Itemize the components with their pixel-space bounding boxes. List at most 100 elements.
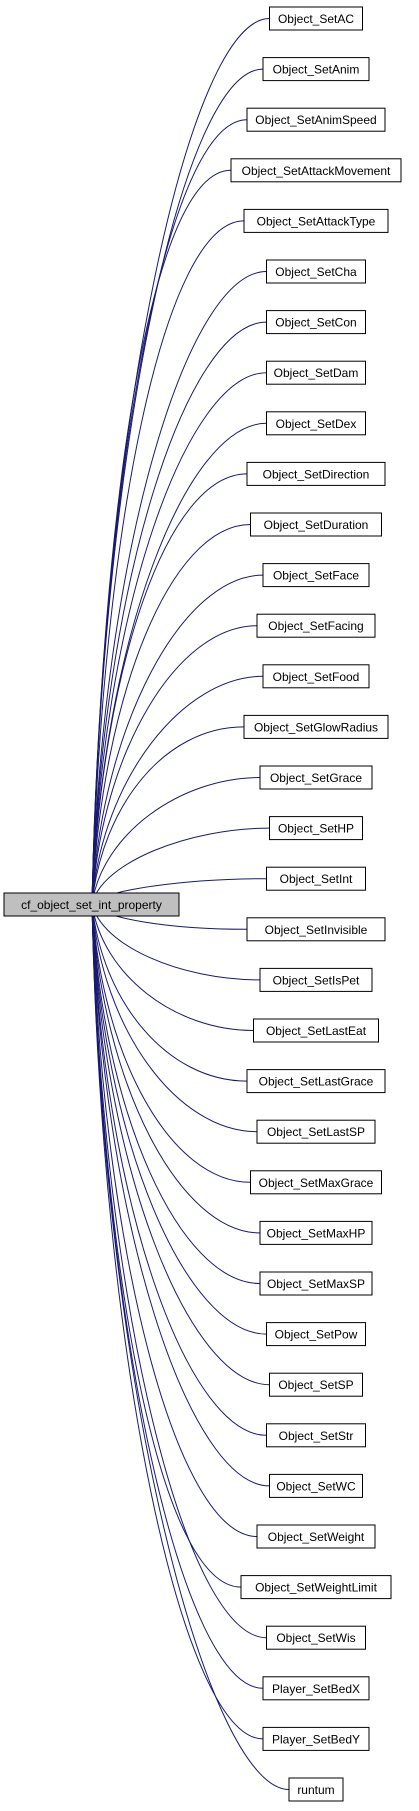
caller-node-label: runtum xyxy=(297,1783,334,1797)
caller-node-object-setlastsp[interactable]: Object_SetLastSP xyxy=(256,1119,376,1144)
edge-object-setfacing xyxy=(91,625,258,905)
caller-node-object-setattackmovement[interactable]: Object_SetAttackMovement xyxy=(230,158,402,183)
caller-node-object-setfacing[interactable]: Object_SetFacing xyxy=(256,613,376,638)
graph-nodes: Object_SetAC Object_SetAnimObject_SetAnim… xyxy=(230,6,402,1802)
caller-node-object-setdirection[interactable]: Object_SetDirection xyxy=(246,461,386,486)
caller-node-object-sethp[interactable]: Object_SetHP xyxy=(269,816,363,841)
caller-node-object-setispet[interactable]: Object_SetIsPet xyxy=(259,967,373,992)
caller-node-object-setlastgrace[interactable]: Object_SetLastGrace xyxy=(246,1069,386,1094)
caller-node-label: Object_SetFood xyxy=(273,670,360,684)
caller-node-box xyxy=(269,1473,363,1498)
caller-node-object-setcon[interactable]: Object_SetCon xyxy=(266,310,366,335)
caller-node-box xyxy=(266,1322,366,1347)
edge-object-setlasteat xyxy=(91,903,254,1031)
caller-node-box xyxy=(266,360,366,385)
caller-node-label: Object_SetWis xyxy=(276,1631,355,1645)
caller-node-label: Object_SetSP xyxy=(278,1378,353,1392)
caller-node-box xyxy=(262,57,370,82)
caller-node-box xyxy=(250,1170,382,1195)
caller-node-box xyxy=(256,1524,376,1549)
caller-node-object-setfood[interactable]: Object_SetFood xyxy=(262,664,370,689)
caller-node-label: Object_SetCon xyxy=(275,316,356,330)
caller-node-label: Object_SetIsPet xyxy=(273,973,360,987)
edge-object-setstr xyxy=(91,903,267,1436)
edge-object-setglowradius xyxy=(91,726,245,905)
caller-node-object-setweightlimit[interactable]: Object_SetWeightLimit xyxy=(240,1575,392,1600)
caller-node-object-setface[interactable]: Object_SetFace xyxy=(262,563,370,588)
caller-node-object-setanim[interactable]: Object_SetAnim xyxy=(262,57,370,82)
caller-node-object-setwc[interactable]: Object_SetWC xyxy=(269,1473,363,1498)
caller-node-box xyxy=(246,917,386,942)
caller-node-label: Object_SetAttackMovement xyxy=(242,164,391,178)
caller-node-object-setwis[interactable]: Object_SetWis xyxy=(266,1625,366,1650)
caller-node-object-setattacktype[interactable]: Object_SetAttackType xyxy=(243,208,389,233)
caller-node-box xyxy=(266,866,366,891)
caller-node-box xyxy=(230,158,402,183)
caller-node-box xyxy=(259,765,373,790)
caller-node-object-setmaxgrace[interactable]: Object_SetMaxGrace xyxy=(250,1170,382,1195)
edge-object-setdam xyxy=(91,372,267,905)
edge-object-setlastgrace xyxy=(91,903,248,1082)
caller-node-box xyxy=(256,613,376,638)
caller-node-box xyxy=(266,1625,366,1650)
caller-node-box xyxy=(269,816,363,841)
caller-node-object-setdam[interactable]: Object_SetDam xyxy=(266,360,366,385)
caller-node-box xyxy=(243,714,389,739)
caller-node-object-setinvisible[interactable]: Object_SetInvisible xyxy=(246,917,386,942)
caller-node-box xyxy=(288,1777,344,1802)
caller-node-runtum[interactable]: runtum xyxy=(288,1777,344,1802)
caller-node-label: Object_SetAC xyxy=(278,12,354,26)
caller-node-label: Object_SetDirection xyxy=(263,467,370,481)
caller-node-object-setsp[interactable]: Object_SetSP xyxy=(269,1372,363,1397)
caller-node-label: Player_SetBedY xyxy=(272,1732,360,1746)
caller-node-box xyxy=(243,208,389,233)
caller-node-object-setdex[interactable]: Object_SetDex xyxy=(266,411,366,436)
caller-node-box xyxy=(262,664,370,689)
caller-node-object-setglowradius[interactable]: Object_SetGlowRadius xyxy=(243,714,389,739)
caller-node-label: Player_SetBedX xyxy=(272,1682,360,1696)
caller-node-object-setac[interactable]: Object_SetAC xyxy=(269,6,363,31)
caller-node-object-setcha[interactable]: Object_SetCha xyxy=(266,259,366,284)
caller-node-label: Object_SetPow xyxy=(275,1328,358,1342)
caller-node-label: Object_SetWC xyxy=(276,1479,356,1493)
edge-object-setattacktype xyxy=(91,220,245,905)
edge-object-setwis xyxy=(91,903,267,1639)
edge-object-setattackmovement xyxy=(91,169,232,905)
root-node-label: cf_object_set_int_property xyxy=(21,898,162,912)
caller-node-box xyxy=(246,461,386,486)
edge-object-setlastsp xyxy=(91,903,258,1133)
caller-node-box xyxy=(246,107,386,132)
edge-object-setmaxhp xyxy=(91,903,261,1234)
caller-node-object-setint[interactable]: Object_SetInt xyxy=(266,866,366,891)
caller-node-box xyxy=(262,1676,370,1701)
caller-node-object-setmaxhp[interactable]: Object_SetMaxHP xyxy=(259,1220,373,1245)
edge-object-setispet xyxy=(91,903,261,981)
caller-node-label: Object_SetGlowRadius xyxy=(254,720,378,734)
caller-node-object-setmaxsp[interactable]: Object_SetMaxSP xyxy=(259,1271,373,1296)
caller-node-label: Object_SetDex xyxy=(276,417,357,431)
caller-node-object-setanimspeed[interactable]: Object_SetAnimSpeed xyxy=(246,107,386,132)
caller-node-label: Object_SetInvisible xyxy=(265,923,368,937)
caller-node-label: Object_SetDam xyxy=(274,366,359,380)
caller-node-player-setbedy[interactable]: Player_SetBedY xyxy=(262,1726,370,1751)
caller-node-label: Object_SetGrace xyxy=(270,771,362,785)
edge-object-setduration xyxy=(91,524,251,905)
caller-node-object-setlasteat[interactable]: Object_SetLastEat xyxy=(253,1018,379,1043)
caller-node-player-setbedx[interactable]: Player_SetBedX xyxy=(262,1676,370,1701)
caller-node-label: Object_SetStr xyxy=(279,1429,354,1443)
root-node[interactable]: cf_object_set_int_property xyxy=(3,892,180,917)
caller-node-label: Object_SetFacing xyxy=(268,619,363,633)
caller-node-label: Object_SetFace xyxy=(273,569,359,583)
caller-node-label: Object_SetMaxSP xyxy=(267,1277,365,1291)
edge-object-setmaxsp xyxy=(91,903,261,1284)
caller-node-object-setgrace[interactable]: Object_SetGrace xyxy=(259,765,373,790)
caller-node-object-setduration[interactable]: Object_SetDuration xyxy=(250,512,382,537)
caller-node-box xyxy=(246,1069,386,1094)
caller-node-label: Object_SetLastEat xyxy=(266,1024,367,1038)
caller-node-label: Object_SetAnimSpeed xyxy=(255,113,376,127)
caller-node-object-setstr[interactable]: Object_SetStr xyxy=(266,1423,366,1448)
caller-node-object-setpow[interactable]: Object_SetPow xyxy=(266,1322,366,1347)
caller-node-object-setweight[interactable]: Object_SetWeight xyxy=(256,1524,376,1549)
edge-object-setsp xyxy=(91,903,270,1386)
